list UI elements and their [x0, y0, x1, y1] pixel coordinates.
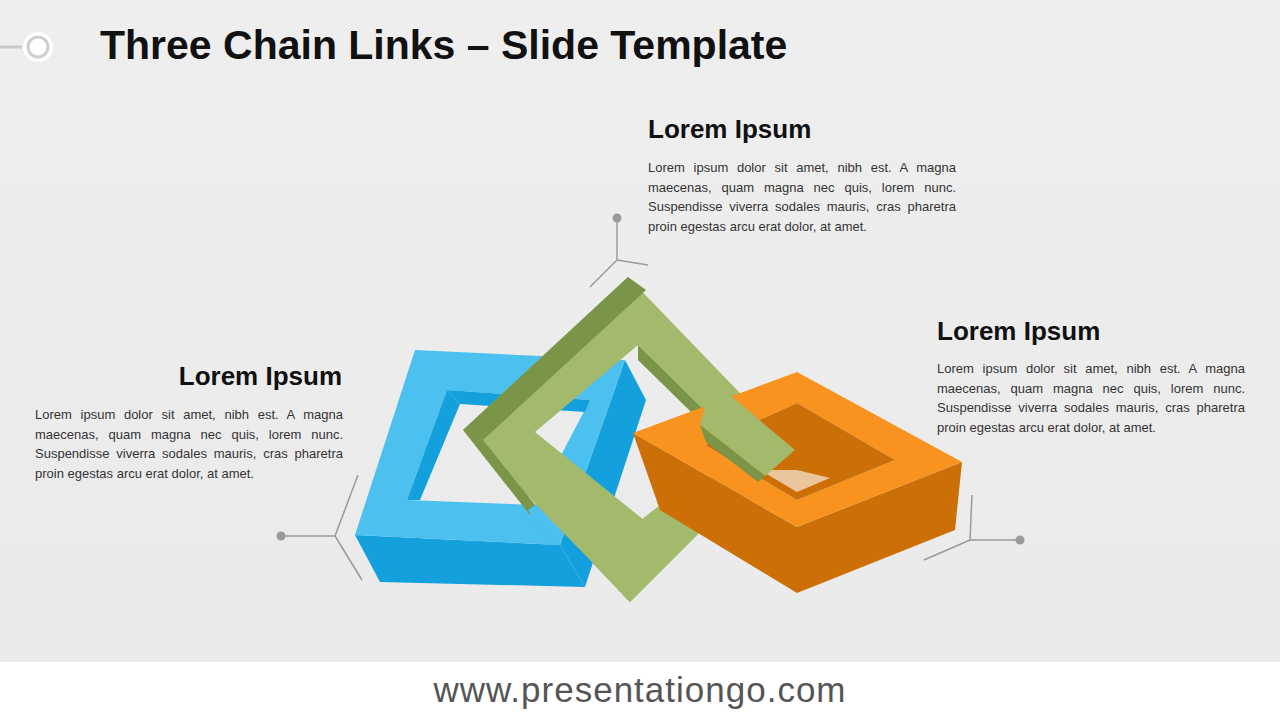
block-body: Lorem ipsum dolor sit amet, nibh est. A …: [35, 405, 343, 483]
block-body: Lorem ipsum dolor sit amet, nibh est. A …: [937, 359, 1245, 437]
block-heading: Lorem Ipsum: [937, 316, 1100, 347]
block-heading: Lorem Ipsum: [648, 114, 811, 145]
blue-overlap: [528, 505, 560, 545]
orange-link: [633, 372, 962, 593]
watermark: www.presentationgo.com: [0, 670, 1280, 710]
block-body: Lorem ipsum dolor sit amet, nibh est. A …: [648, 158, 956, 236]
title-icon: [0, 32, 53, 62]
green-overlap: [700, 380, 795, 482]
block-heading: Lorem Ipsum: [179, 361, 342, 392]
footer-band: [0, 662, 1280, 720]
slide-title: Three Chain Links – Slide Template: [100, 22, 787, 69]
